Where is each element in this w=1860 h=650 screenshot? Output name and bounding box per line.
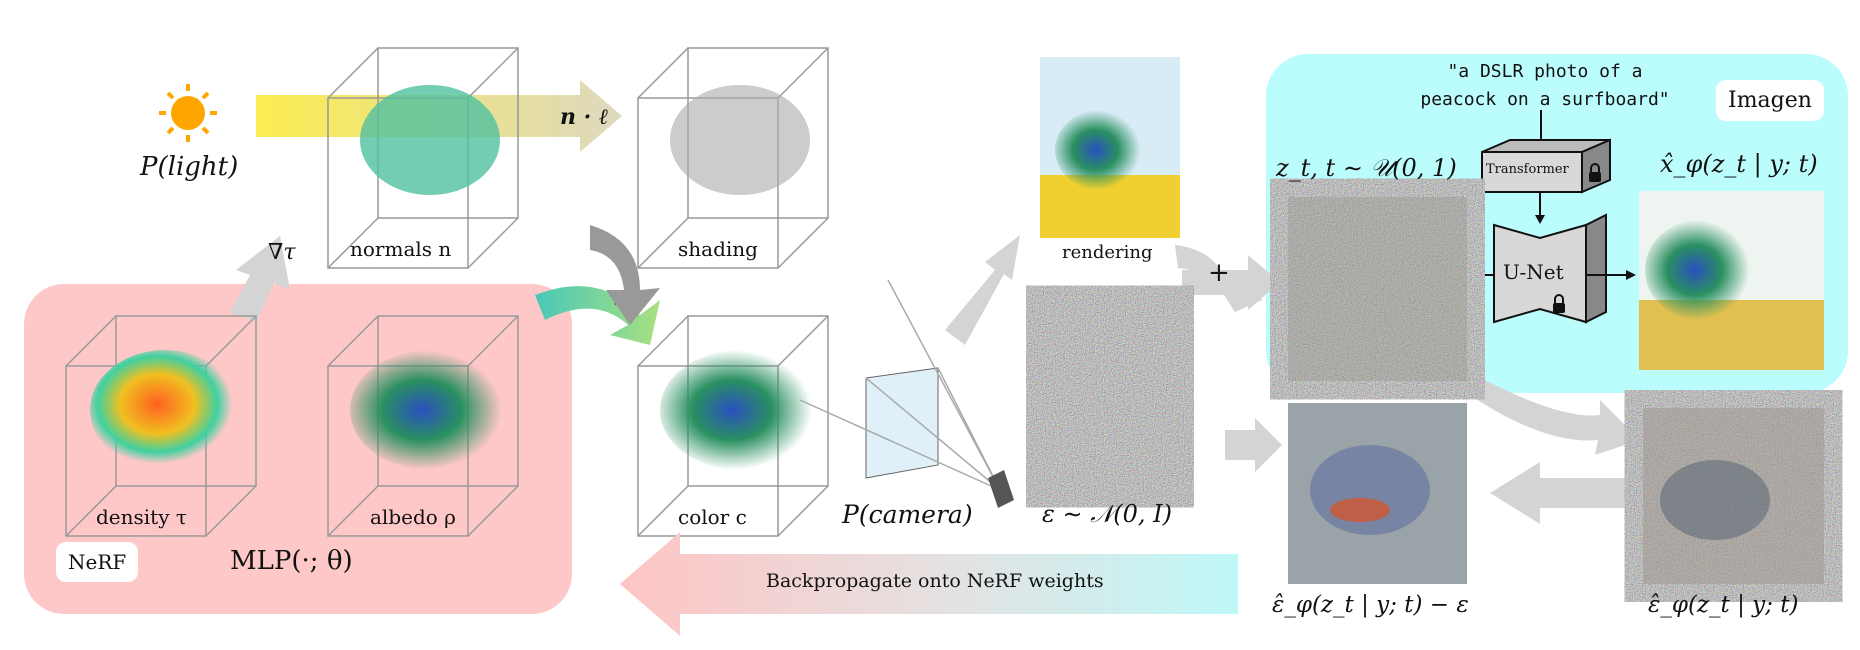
unet-label: U-Net xyxy=(1503,260,1564,284)
imagen-to-eps-arrow xyxy=(1470,375,1640,455)
transformer-block xyxy=(1481,138,1611,194)
shading-arrow xyxy=(590,225,660,325)
backprop-label: Backpropagate onto NeRF weights xyxy=(766,570,1104,592)
density-peacock xyxy=(90,350,240,470)
eps-hat-label: ε̂_φ(z_t | y; t) xyxy=(1648,592,1799,618)
zt-label: z_t, t ∼ 𝒰(0, 1) xyxy=(1276,154,1457,182)
add-arrow xyxy=(1182,255,1280,310)
noisy-latent-image xyxy=(1288,197,1467,381)
xhat-label: x̂_φ(z_t | y; t) xyxy=(1660,150,1818,178)
gradient-arrow xyxy=(230,236,290,322)
rendering-label: rendering xyxy=(1062,242,1153,263)
nerf-tag: NeRF xyxy=(56,542,139,582)
color-peacock xyxy=(660,350,820,470)
sun-icon xyxy=(159,84,217,142)
transformer-label: Transformer xyxy=(1486,162,1569,177)
noise-difference-image xyxy=(1288,403,1467,584)
mlp-label: MLP(·; θ) xyxy=(230,546,353,576)
albedo-to-color-arrow xyxy=(535,286,660,345)
prompt-text: "a DSLR photo of a peacock on a surfboar… xyxy=(1380,58,1710,114)
eps-to-diff-arrow xyxy=(1490,462,1630,524)
camera-image-plane xyxy=(865,367,939,479)
normals-peacock xyxy=(360,85,500,195)
predicted-noise-image xyxy=(1643,408,1824,584)
density-label: density τ xyxy=(96,505,187,529)
rendering-image xyxy=(1040,57,1180,238)
noise-to-diff-arrow xyxy=(1225,418,1282,472)
plus-sign: + xyxy=(1208,258,1230,288)
normals-label: normals n xyxy=(350,237,452,261)
albedo-label: albedo ρ xyxy=(370,505,456,529)
camera-rays xyxy=(799,279,1001,491)
prompt-line-2: peacock on a surfboard" xyxy=(1420,89,1670,110)
lock-icon xyxy=(1589,163,1601,182)
gradient-label: ∇τ xyxy=(268,240,296,265)
noise-image xyxy=(1040,304,1180,489)
denoised-image xyxy=(1639,191,1824,370)
prompt-line-1: "a DSLR photo of a xyxy=(1447,61,1643,82)
shading-label: shading xyxy=(678,237,758,261)
color-label: color c xyxy=(678,505,747,529)
diff-label: ε̂_φ(z_t | y; t) − ε xyxy=(1272,592,1469,618)
n-dot-l-label: n · ℓ xyxy=(560,104,609,130)
imagen-tag: Imagen xyxy=(1716,80,1824,121)
camera-to-rendering-arrow xyxy=(945,235,1020,345)
backprop-arrow xyxy=(620,532,1238,636)
albedo-peacock xyxy=(350,350,510,470)
light-label: P(light) xyxy=(140,152,239,182)
noise-label: ε ∼ 𝒩(0, I) xyxy=(1042,500,1172,528)
lock-icon xyxy=(1553,294,1565,313)
camera-label: P(camera) xyxy=(842,500,973,529)
camera-icon xyxy=(988,470,1014,508)
shading-peacock xyxy=(670,85,810,195)
